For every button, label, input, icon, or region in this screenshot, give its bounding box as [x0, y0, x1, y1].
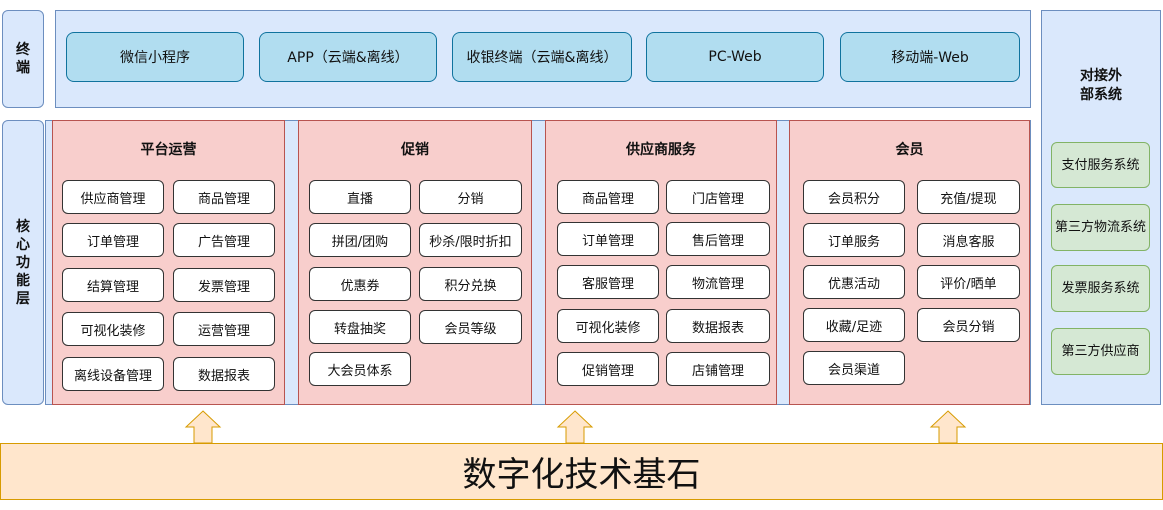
- up-arrow-icon: [184, 410, 222, 444]
- platform-ops-item: 离线设备管理: [62, 357, 164, 391]
- promotion-item: 分销: [419, 180, 522, 214]
- supplier-service-item: 物流管理: [666, 265, 770, 299]
- external-system-item: 发票服务系统: [1051, 265, 1150, 312]
- up-arrow-icon: [929, 410, 967, 444]
- terminal-pc-web: PC-Web: [646, 32, 824, 82]
- member-item: 评价/晒单: [917, 265, 1020, 299]
- digital-tech-foundation-label: 数字化技术基石: [462, 455, 701, 495]
- digital-tech-foundation-bar: 数字化技术基石: [0, 443, 1163, 500]
- platform-ops-item: 供应商管理: [62, 180, 164, 214]
- core-layer-label: 核心功能层: [16, 218, 30, 307]
- up-arrow-icon: [556, 410, 594, 444]
- supplier-service-item: 售后管理: [666, 222, 770, 256]
- promotion-item: 直播: [309, 180, 411, 214]
- member-item: 收藏/足迹: [803, 308, 905, 342]
- supplier-service-item: 客服管理: [557, 265, 659, 299]
- promotion-item: 拼团/团购: [309, 223, 411, 257]
- platform-ops-item: 可视化装修: [62, 312, 164, 346]
- promotion-item: 秒杀/限时折扣: [419, 223, 522, 257]
- supplier-service-item: 门店管理: [666, 180, 770, 214]
- member-item: 优惠活动: [803, 265, 905, 299]
- core-layer-label-box: 核心功能层: [2, 120, 44, 405]
- platform-ops-item: 运营管理: [173, 312, 275, 346]
- member-item: 订单服务: [803, 223, 905, 257]
- platform-ops-item: 发票管理: [173, 268, 275, 302]
- terminal-app: APP（云端&离线）: [259, 32, 437, 82]
- terminal-mobile-web: 移动端-Web: [840, 32, 1020, 82]
- supplier-service-item: 店铺管理: [666, 352, 770, 386]
- module-member-title: 会员: [895, 142, 924, 158]
- promotion-item: 积分兑换: [419, 267, 522, 301]
- module-promotion-title: 促销: [401, 142, 429, 158]
- external-system-item: 第三方物流系统: [1051, 204, 1150, 251]
- supplier-service-item: 订单管理: [557, 222, 659, 256]
- promotion-item: 转盘抽奖: [309, 310, 411, 344]
- member-item: 会员积分: [803, 180, 905, 214]
- external-system-item: 第三方供应商: [1051, 328, 1150, 375]
- module-supplier-service-title: 供应商服务: [626, 142, 696, 158]
- promotion-item: 大会员体系: [309, 352, 411, 386]
- platform-ops-item: 商品管理: [173, 180, 275, 214]
- external-system-item: 支付服务系统: [1051, 142, 1150, 188]
- terminal-wechat-mini-program: 微信小程序: [66, 32, 244, 82]
- supplier-service-item: 数据报表: [666, 309, 770, 343]
- module-platform-ops-title: 平台运营: [140, 142, 197, 158]
- platform-ops-item: 结算管理: [62, 268, 164, 302]
- platform-ops-item: 订单管理: [62, 223, 164, 257]
- supplier-service-item: 可视化装修: [557, 309, 659, 343]
- member-item: 会员渠道: [803, 351, 905, 385]
- promotion-item: 会员等级: [419, 310, 522, 344]
- platform-ops-item: 数据报表: [173, 357, 275, 391]
- promotion-item: 优惠券: [309, 267, 411, 301]
- supplier-service-item: 商品管理: [557, 180, 659, 214]
- external-systems-title: 对接外部系统: [1080, 68, 1122, 103]
- platform-ops-item: 广告管理: [173, 223, 275, 257]
- terminal-pos: 收银终端（云端&离线）: [452, 32, 632, 82]
- member-item: 消息客服: [917, 223, 1020, 257]
- supplier-service-item: 促销管理: [557, 352, 659, 386]
- member-item: 会员分销: [917, 308, 1020, 342]
- terminal-layer-label-box: 终端: [2, 10, 44, 108]
- terminal-layer-label: 终端: [16, 42, 30, 76]
- member-item: 充值/提现: [917, 180, 1020, 214]
